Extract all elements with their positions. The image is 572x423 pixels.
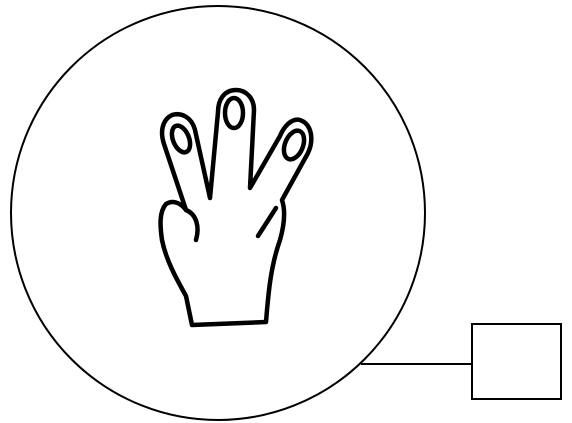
three-fingers-hand-icon <box>161 90 312 325</box>
thumb-crease <box>186 210 198 240</box>
picture-circle <box>11 6 425 420</box>
nail-left <box>168 123 193 155</box>
answer-box[interactable] <box>472 324 561 399</box>
nail-middle <box>225 98 243 128</box>
palm-crease <box>258 208 276 236</box>
